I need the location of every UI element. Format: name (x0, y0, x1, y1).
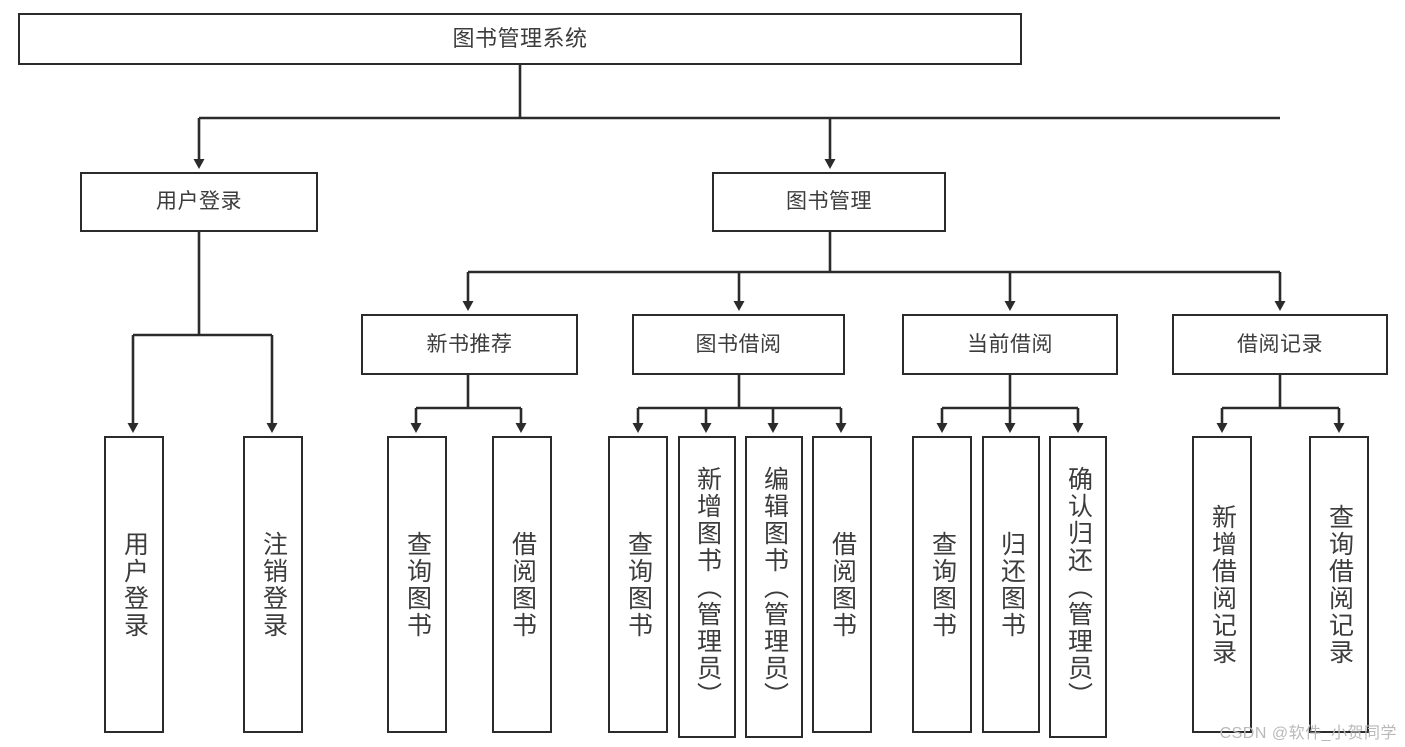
node-borrow-record[interactable]: 借阅记录 (1172, 314, 1388, 375)
node-current-borrow-label: 当前借阅 (967, 332, 1053, 356)
node-user-login-label: 用户登录 (156, 190, 242, 214)
leaf-current-borrow-1[interactable]: 查询图书 (912, 436, 972, 733)
leaf-book-borrow-2[interactable]: 新增图书（管理员） (678, 436, 736, 738)
node-book-borrow-label: 图书借阅 (695, 332, 782, 356)
leaf-user-login-2-label: 注销登录 (259, 530, 288, 639)
leaf-new-book-2[interactable]: 借阅图书 (492, 436, 552, 733)
leaf-user-login-2[interactable]: 注销登录 (243, 436, 303, 733)
leaf-book-borrow-4[interactable]: 借阅图书 (812, 436, 872, 733)
leaf-user-login-1[interactable]: 用户登录 (104, 436, 164, 733)
leaf-book-borrow-1-label: 查询图书 (624, 530, 653, 639)
leaf-borrow-record-1[interactable]: 新增借阅记录 (1192, 436, 1252, 733)
leaf-new-book-1[interactable]: 查询图书 (387, 436, 447, 733)
leaf-new-book-1-label: 查询图书 (403, 530, 432, 639)
leaf-book-borrow-2-label: 新增图书（管理员） (693, 465, 722, 709)
leaf-book-borrow-1[interactable]: 查询图书 (608, 436, 668, 733)
leaf-new-book-2-label: 借阅图书 (508, 530, 537, 639)
node-book-manage[interactable]: 图书管理 (712, 172, 946, 232)
leaf-current-borrow-2[interactable]: 归还图书 (982, 436, 1040, 733)
leaf-borrow-record-2[interactable]: 查询借阅记录 (1309, 436, 1369, 733)
csdn-watermark: CSDN @软件_小贺同学 (1219, 725, 1397, 742)
leaf-user-login-1-label: 用户登录 (120, 530, 149, 639)
leaf-book-borrow-3[interactable]: 编辑图书（管理员） (745, 436, 803, 738)
node-book-borrow[interactable]: 图书借阅 (632, 314, 845, 375)
node-new-book-recommend-label: 新书推荐 (426, 332, 513, 356)
node-borrow-record-label: 借阅记录 (1237, 332, 1323, 356)
leaf-borrow-record-2-label: 查询借阅记录 (1325, 503, 1354, 666)
node-user-login[interactable]: 用户登录 (80, 172, 318, 232)
leaf-current-borrow-3[interactable]: 确认归还（管理员） (1049, 436, 1107, 738)
node-current-borrow[interactable]: 当前借阅 (902, 314, 1118, 375)
leaf-book-borrow-3-label: 编辑图书（管理员） (760, 465, 789, 709)
leaf-current-borrow-2-label: 归还图书 (997, 530, 1026, 639)
node-root-label: 图书管理系统 (452, 25, 588, 51)
leaf-current-borrow-1-label: 查询图书 (928, 530, 957, 639)
node-root[interactable]: 图书管理系统 (18, 13, 1022, 65)
leaf-current-borrow-3-label: 确认归还（管理员） (1064, 465, 1093, 709)
node-new-book-recommend[interactable]: 新书推荐 (361, 314, 578, 375)
leaf-book-borrow-4-label: 借阅图书 (828, 530, 857, 639)
leaf-borrow-record-1-label: 新增借阅记录 (1208, 503, 1237, 666)
node-book-manage-label: 图书管理 (786, 190, 872, 214)
